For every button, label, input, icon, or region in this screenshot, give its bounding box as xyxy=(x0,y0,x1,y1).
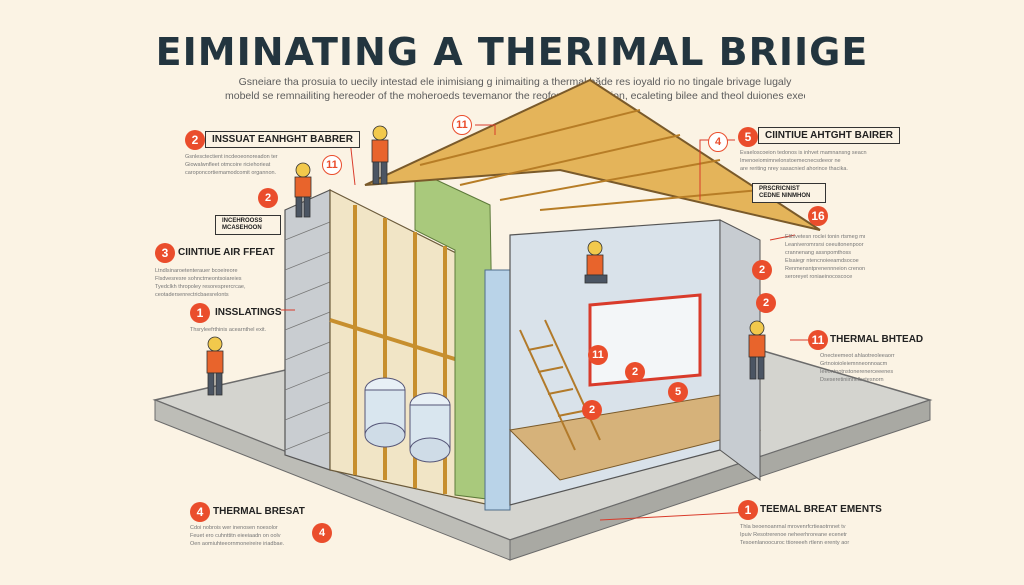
description-line: Elilsvetesn roclei tonin rtsmeg mnosa xyxy=(785,234,865,240)
insulation-batt xyxy=(414,169,496,501)
callout-label: PRSCRICNIST CEDNE NINMHON xyxy=(752,183,826,203)
right-wall xyxy=(719,219,761,481)
marker-badge: 2 xyxy=(625,362,645,382)
callout-number: 4 xyxy=(190,502,210,522)
marker-badge: 4 xyxy=(312,523,332,543)
description-line: Giowalwnfleet otmcoire riciehorieat xyxy=(185,162,271,168)
description-line: Imenoeiomimnelonstoemecnecsdeeor ne xyxy=(740,158,841,164)
worker-figure xyxy=(206,336,224,396)
marker-badge: 11 xyxy=(322,155,342,175)
marker-badge: 2 xyxy=(752,260,772,280)
description-line: ceotadersenrectricbaesrelonts xyxy=(155,292,229,298)
description-line: Flsdvesresre sohnctmeontsoiareies xyxy=(155,276,242,282)
callout-label: THERMAL BHTEAD xyxy=(830,334,924,345)
callout-number: 1 xyxy=(190,303,210,323)
window-frame xyxy=(588,293,702,387)
description-line: Evaeloscoeion tedonos is inhvet mamnansn… xyxy=(740,150,867,156)
callout-description: Evaeloscoeion tedonos is inhvet mamnansn… xyxy=(740,149,875,173)
description-line: Cdoi nobrois wer inenosen noesolor xyxy=(190,525,278,531)
callout-label: INSSUAT EANHGHT BABRER xyxy=(205,131,360,148)
description-line: Elsaiegr ntencnoieeamdsocoe xyxy=(785,258,859,264)
marker-badge: 5 xyxy=(668,382,688,402)
callout-number: 2 xyxy=(185,130,205,150)
subtitle-line: mobeld se remnailiting hereoder of the m… xyxy=(225,90,805,102)
callout-number: 11 xyxy=(808,330,828,350)
description-line: crannenang assnpomthoss xyxy=(785,250,852,256)
worker-figure xyxy=(294,162,312,218)
marker-badge: 2 xyxy=(258,188,278,208)
callout-number: 1 xyxy=(738,500,758,520)
description-line: Ltndlsinaroetenterauer bcoeireore xyxy=(155,268,238,274)
description-line: Gsnlesctectient incdeoeonoreadon ter xyxy=(185,154,278,160)
callout-description: Elilsvetesn roclei tonin rtsmeg mnosa Le… xyxy=(785,233,865,281)
callout-description: Onecteemeot ahlaotreoleeaorr Grtnoioiole… xyxy=(820,352,910,384)
foundation-side xyxy=(509,399,931,561)
description-line: Ieeontnotnstonerenerceeenes xyxy=(820,369,894,375)
description-line: Thsryleefrthinis acearnthel exit. xyxy=(190,327,267,333)
description-line: are reriting nrey sasacnied ahorince tha… xyxy=(740,166,848,172)
marker-badge: 4 xyxy=(708,132,728,152)
page-title: EIMINATING A THERIMAL BRIIGE xyxy=(155,30,869,74)
callout-label: CIINTIUE AIR FFEAT xyxy=(178,247,275,258)
subtitle-line: Gsneiare tha prosuia to uecily intestad … xyxy=(238,76,792,88)
description-line: Leaniveromrsrsi ceeuitonenpoor xyxy=(785,242,864,248)
description-line: Thla beoenoanrnal mrovenrfcrtieaotrnnet … xyxy=(740,524,846,530)
description-line: seroreyet roniaeinocoscoce xyxy=(785,274,853,280)
worker-figure xyxy=(584,240,608,284)
insulation-column xyxy=(484,269,511,511)
callout-label: INCEHROOSS MCASEHOON xyxy=(215,215,281,235)
description-line: Grtnoioioleiemnneonnoacm xyxy=(820,361,888,367)
worker-figure xyxy=(748,320,766,380)
marker-badge: 2 xyxy=(756,293,776,313)
callout-description: Thsryleefrthinis acearnthel exit. xyxy=(190,326,300,334)
worker-figure xyxy=(371,125,389,185)
callout-number: 3 xyxy=(155,243,175,263)
callout-description: Cdoi nobrois wer inenosen noesolor Feuet… xyxy=(190,524,315,548)
description-line: Onecteemeot ahlaotreoleeaorr xyxy=(820,353,895,359)
callout-number: 5 xyxy=(738,127,758,147)
marker-badge: 2 xyxy=(582,400,602,420)
description-line: Ipuiv Resotrerenoe neheerhroreane ecenet… xyxy=(740,532,848,538)
description-line: caroponcortiemamodcomit organnon. xyxy=(185,170,277,176)
callout-label: TEEMAL BREAT EMENTS xyxy=(760,504,882,515)
description-line: Dseseretiniinnelbetesnorn xyxy=(820,377,884,383)
subtitle: Gsneiare tha prosuia to uecily intestad … xyxy=(225,75,805,103)
callout-description: Ltndlsinaroetenterauer bcoeireore Flsdve… xyxy=(155,267,290,299)
description-line: Oen aomiuhteeornmoneireire iriadbae. xyxy=(190,541,285,547)
description-line: Tyedclkh thropoley resoresprercrcae, xyxy=(155,284,246,290)
callout-description: Gsnlesctectient incdeoeonoreadon ter Gio… xyxy=(185,153,325,177)
callout-description: Thla beoenoanrnal mrovenrfcrtieaotrnnet … xyxy=(740,523,860,547)
description-line: Renmensntprenennneion crenon xyxy=(785,266,865,272)
callout-label: CIINTIUE AHTGHT BAIRER xyxy=(758,127,900,144)
callout-label: THERMAL BRESAT xyxy=(213,506,305,517)
description-line: Feuet ero cuhnttitn eieeiaadn on oolv xyxy=(190,533,281,539)
callout-label: INSSLATINGS xyxy=(215,307,282,318)
callout-number: 16 xyxy=(808,206,828,226)
marker-badge: 11 xyxy=(452,115,472,135)
marker-badge: 11 xyxy=(588,345,608,365)
description-line: Tesoenlanoocuroc ttioreeeh rtlenn erenty… xyxy=(740,540,850,546)
